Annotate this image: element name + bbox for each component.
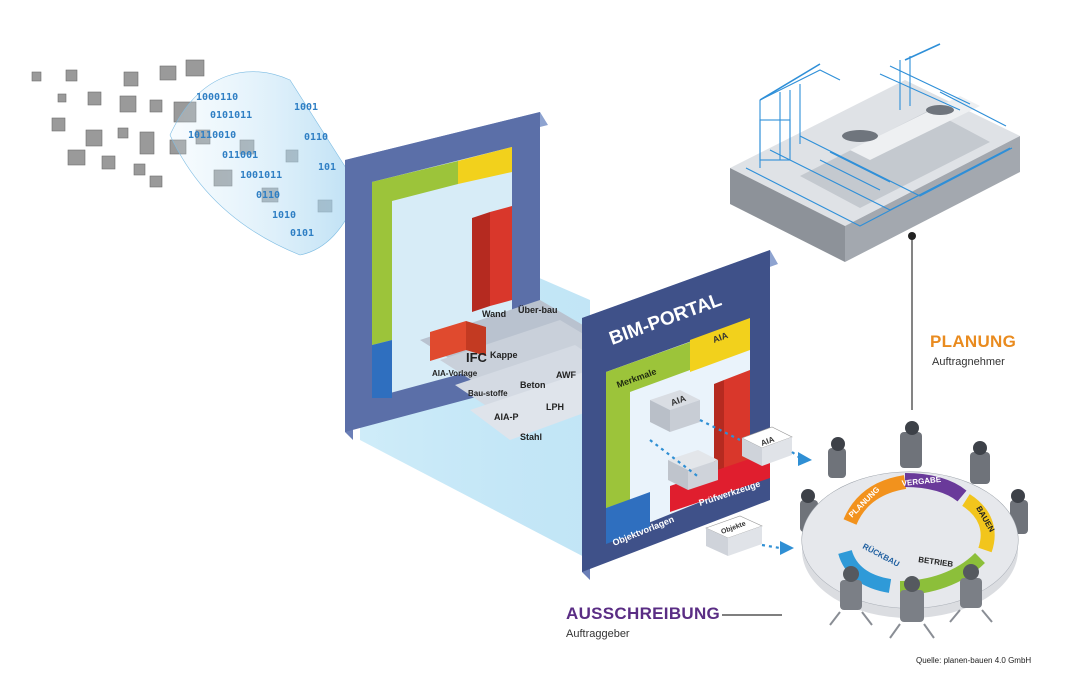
svg-text:1001011: 1001011	[240, 170, 282, 181]
svg-text:011001: 011001	[222, 150, 258, 161]
block-awf: AWF	[556, 370, 576, 380]
block-ifc: IFC	[466, 350, 488, 365]
block-stahl: Stahl	[520, 432, 542, 442]
portal-inner-boxes	[650, 390, 718, 490]
svg-text:0110: 0110	[304, 132, 328, 143]
planung-connector	[908, 232, 916, 410]
binary-data-funnel: 1000110 0101011 10110010 011001 1001011 …	[169, 71, 361, 256]
svg-text:0101011: 0101011	[210, 110, 252, 121]
block-beton: Beton	[520, 380, 546, 390]
block-wand: Wand	[482, 309, 506, 319]
source-note: Quelle: planen-bauen 4.0 GmbH	[916, 656, 1032, 665]
svg-text:101: 101	[318, 162, 336, 173]
block-kappe: Kappe	[490, 350, 518, 360]
svg-text:0110: 0110	[256, 190, 280, 201]
objekte-output-box	[705, 515, 763, 556]
planung-title: PLANUNG	[930, 332, 1017, 351]
block-ueberbau: Über-bau	[518, 305, 558, 315]
ausschreibung-title: AUSSCHREIBUNG	[566, 604, 721, 623]
aia-output-box	[741, 426, 793, 466]
construction-site-model	[730, 43, 1020, 262]
planung-subtitle: Auftragnehmer	[932, 356, 1005, 368]
cycle-phase-vergabe: VERGABE	[901, 475, 942, 488]
ausschreibung-subtitle: Auftraggeber	[566, 628, 630, 640]
svg-text:1001: 1001	[294, 102, 318, 113]
block-aia-vorlage: AIA-Vorlage	[432, 369, 478, 378]
svg-text:10110010: 10110010	[188, 130, 236, 141]
meeting-round-table	[800, 421, 1028, 639]
block-lph: LPH	[546, 402, 564, 412]
flow-arrow-heads	[780, 452, 812, 555]
svg-text:0101: 0101	[290, 228, 314, 239]
svg-text:1010: 1010	[272, 210, 296, 221]
block-baustoffe: Bau-stoffe	[468, 389, 508, 398]
svg-text:1000110: 1000110	[196, 92, 238, 103]
block-aia-p: AIA-P	[494, 412, 519, 422]
aia-output-box-label: AIA	[760, 435, 776, 448]
block-grid	[420, 300, 625, 440]
